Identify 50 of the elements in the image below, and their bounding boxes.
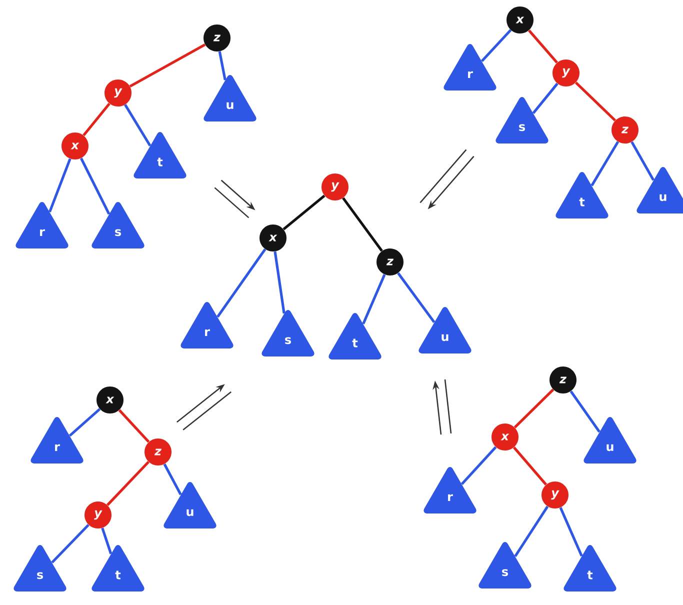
tree-edge	[574, 82, 616, 122]
subtree-triangle: r	[424, 467, 476, 514]
tree-edge	[362, 274, 386, 324]
subtree-triangle: s	[262, 310, 314, 356]
tree-edge	[129, 44, 206, 88]
subtree-triangle: s	[14, 545, 66, 592]
tree-edge	[460, 446, 497, 485]
tree-edge	[48, 158, 72, 212]
subtree-triangle: s	[478, 542, 532, 588]
subtree-triangle: r	[16, 202, 68, 248]
tree-edge	[274, 251, 286, 314]
subtree-triangle: u	[584, 417, 636, 464]
subtree-triangle: t	[556, 172, 608, 218]
tree-edge	[532, 82, 558, 114]
subtree-triangle: u	[204, 75, 256, 122]
subtree-triangle: u	[164, 482, 216, 528]
tree-edge	[514, 388, 554, 428]
tree-edge	[218, 51, 226, 80]
tree-edge	[106, 461, 150, 506]
subtree-triangle: t	[134, 132, 186, 178]
tree-edge	[216, 248, 266, 318]
tree-edge	[68, 408, 101, 437]
subtree-triangle: s	[92, 202, 144, 248]
subtree-triangle: r	[180, 302, 234, 348]
tree-edge	[590, 141, 620, 186]
subtree-triangle: u	[636, 167, 683, 214]
tree-edge	[630, 141, 655, 181]
subtree-triangle: u	[418, 307, 472, 354]
subtree-triangle: t	[92, 545, 144, 592]
tree-edge	[51, 524, 90, 564]
tree-edge	[570, 390, 600, 433]
tree-edge	[82, 102, 110, 136]
tree-edge	[282, 194, 326, 230]
subtree-triangle: t	[328, 313, 382, 360]
tree-edge	[559, 507, 583, 557]
subtree-triangle: s	[496, 97, 548, 144]
tree-edge	[163, 463, 182, 496]
subtree-triangle: t	[564, 545, 616, 592]
subtree-triangle: r	[444, 44, 496, 90]
tree-edge	[342, 197, 383, 252]
tree-edge	[480, 29, 512, 62]
tree-edge	[118, 409, 150, 443]
tree-edge	[101, 528, 112, 554]
tree-edge	[80, 158, 110, 215]
tree-edge	[124, 104, 152, 146]
tree-edge	[512, 446, 548, 486]
tree-edge	[528, 30, 558, 64]
tree-edge	[514, 506, 549, 557]
tree-edge	[397, 272, 436, 324]
subtree-triangle: r	[30, 417, 84, 464]
